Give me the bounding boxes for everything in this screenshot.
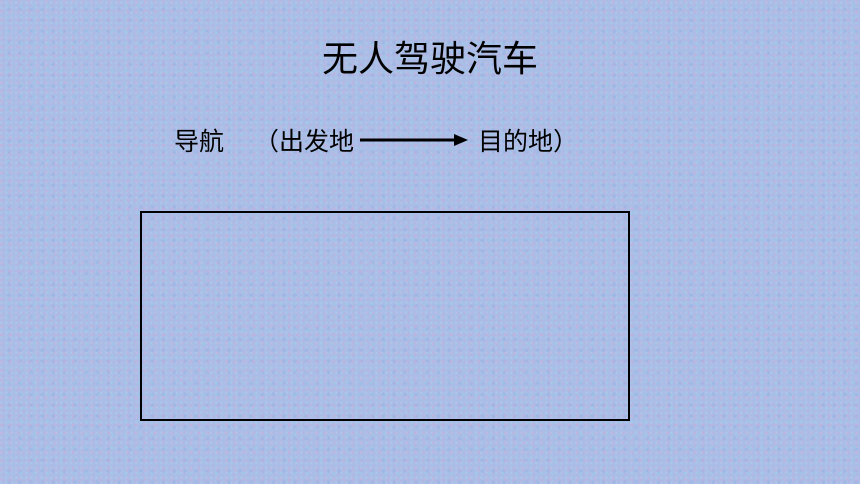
right-arrow-icon (360, 134, 469, 146)
origin-label: 出发地 (279, 127, 355, 156)
navigation-label: 导航 (174, 127, 225, 156)
close-parenthesis: ） (553, 127, 579, 156)
navigation-line: 导航 （ 出发地 目的地 ） (174, 122, 578, 158)
open-parenthesis: （ (254, 127, 280, 156)
slide-title: 无人驾驶汽车 (321, 39, 538, 80)
destination-label: 目的地 (478, 127, 554, 156)
empty-content-box (140, 211, 630, 421)
